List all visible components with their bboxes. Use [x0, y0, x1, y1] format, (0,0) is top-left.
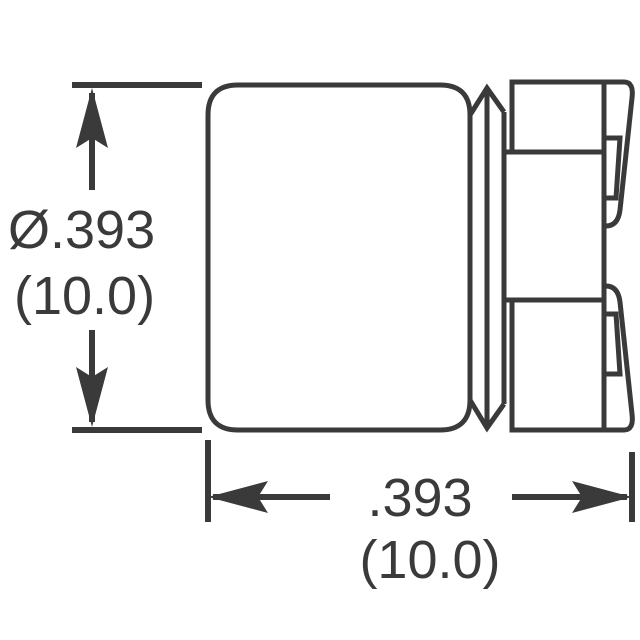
diameter-arrowhead-up: [76, 88, 108, 148]
top-terminal-inner-slot: [601, 135, 623, 201]
length-dimension-imperial: .393: [367, 468, 472, 528]
capacitor-body-outline: [205, 82, 473, 433]
base-plate-outline: [501, 79, 607, 433]
top-terminal-lead-outline: [604, 79, 635, 229]
bottom-terminal-lead-outline: [604, 283, 635, 433]
drawing-geometry-group: [72, 79, 635, 522]
diameter-arrowhead-down: [76, 367, 108, 427]
diameter-dimension-imperial: Ø.393: [8, 200, 155, 260]
length-arrowhead-right: [572, 481, 632, 513]
length-dimension-metric: (10.0): [359, 530, 500, 590]
diameter-dimension-metric: (10.0): [14, 266, 155, 326]
bottom-terminal-inner-slot: [601, 311, 623, 377]
length-arrowhead-left: [208, 481, 268, 513]
